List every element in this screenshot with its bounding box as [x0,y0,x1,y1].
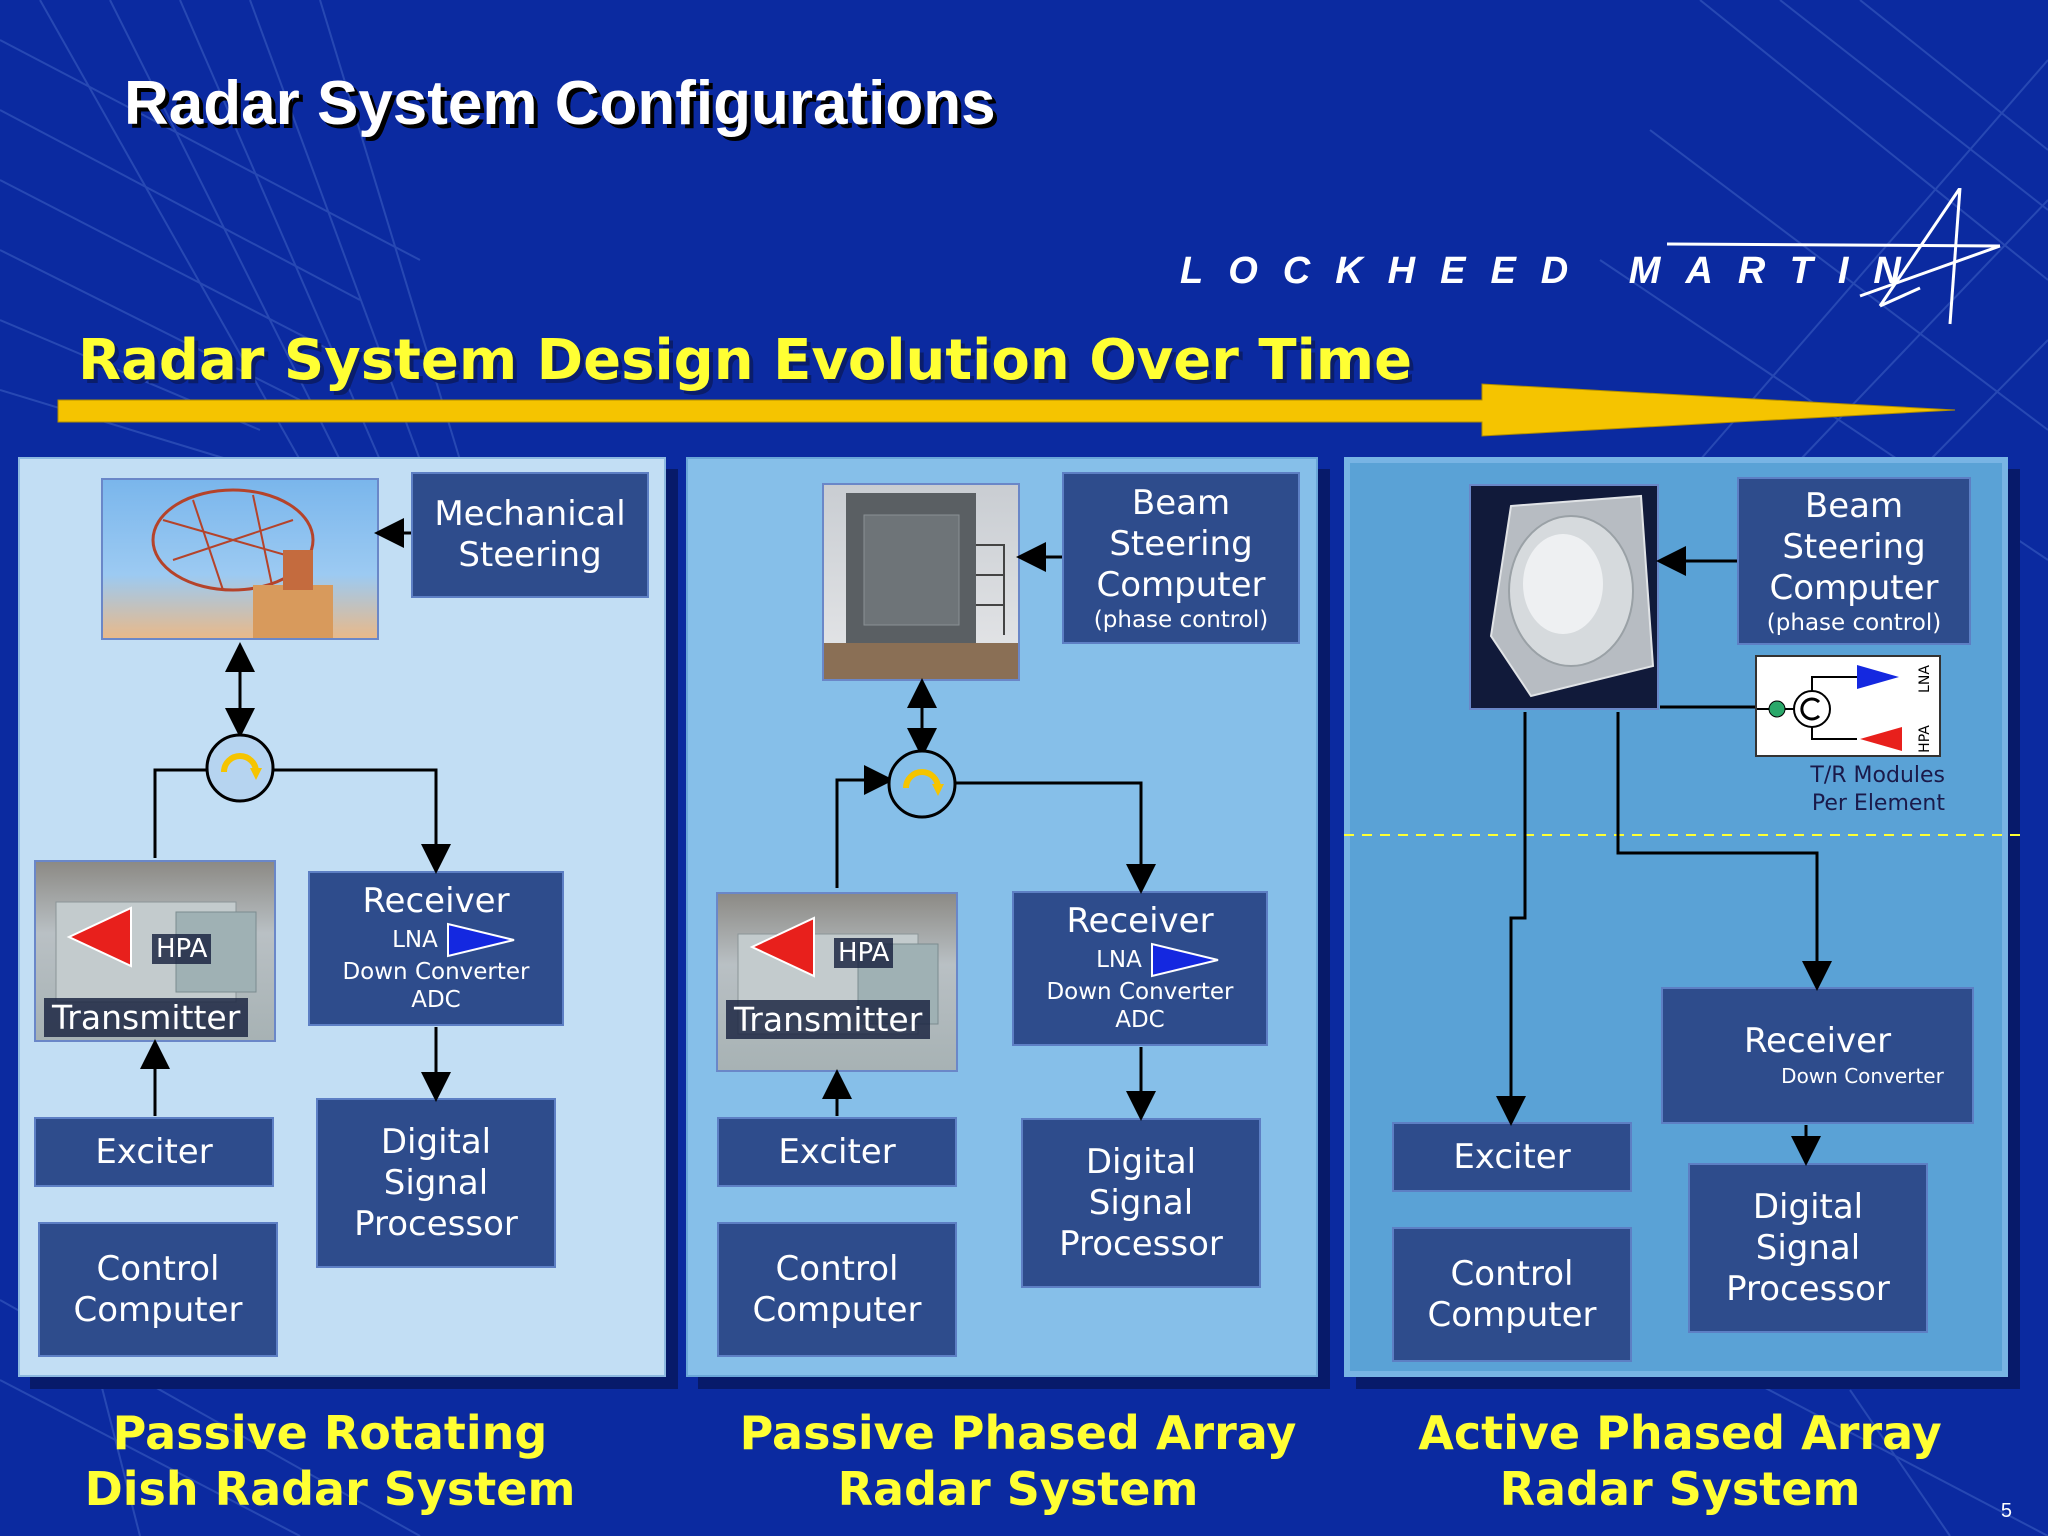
bsc-note-3: (phase control) [1766,609,1942,636]
receiver-box-3: Receiver Down Converter [1661,987,1974,1124]
evolution-label: Radar System Design Evolution Over Time [78,328,1413,393]
control-line1-2: Control [775,1248,899,1289]
bsc-line3-2: Computer [1096,564,1266,605]
dsp-box-3: Digital Signal Processor [1688,1163,1928,1333]
bsc-line2-2: Steering [1109,523,1253,564]
control-computer-box-3: Control Computer [1392,1227,1632,1362]
control-computer-box-2: Control Computer [717,1222,957,1357]
lna-label-1: LNA [392,927,438,953]
beam-steering-box-3: Beam Steering Computer (phase control) [1737,477,1971,645]
control-computer-box-1: Control Computer [38,1222,278,1357]
tr-hpa-label: HPA [1917,725,1933,753]
transmitter-label-2: Transmitter [726,1000,931,1039]
hpa-label-1: HPA [152,934,212,964]
phased-array-tower-image [822,483,1020,681]
lna-triangle-icon [446,922,515,958]
receiver-title-2: Receiver [1066,901,1214,941]
dsp-line2-1: Signal [383,1162,489,1203]
hpa-label-2: HPA [834,938,894,968]
caption-3-line2: Radar System [1499,1462,1861,1516]
caption-2-line1: Passive Phased Array [739,1406,1297,1460]
caption-2-line2: Radar System [837,1462,1199,1516]
dashed-divider [1344,834,2024,836]
caption-passive-rotating: Passive Rotating Dish Radar System [20,1405,640,1517]
page-number: 5 [2000,1500,2012,1522]
dsp-line3-1: Processor [354,1203,518,1244]
star-logo-icon [1666,188,2001,325]
dsp-line1-3: Digital [1752,1186,1864,1227]
lna-label-2: LNA [1096,947,1142,973]
down-converter-label-1: Down Converter [342,959,530,985]
dsp-box-2: Digital Signal Processor [1021,1118,1261,1288]
mechanical-steering-box: Mechanical Steering [411,472,649,598]
receiver-box-2: Receiver LNA Down Converter ADC [1012,891,1268,1046]
bsc-line1-3: Beam [1804,485,1904,526]
tr-hpa-triangle-icon [1860,727,1902,751]
tr-lna-triangle-icon [1857,665,1899,689]
receiver-title-3: Receiver [1743,1021,1892,1061]
receiver-title-1: Receiver [362,881,510,921]
beam-steering-box-2: Beam Steering Computer (phase control) [1062,472,1300,644]
transmitter-image-2: HPA Transmitter [716,892,958,1072]
adc-label-2: ADC [1115,1007,1165,1033]
exciter-label-3: Exciter [1453,1136,1571,1177]
tr-module-caption: T/R Modules Per Element [1745,762,1945,818]
tr-caption-line2: Per Element [1811,791,1945,816]
exciter-label-1: Exciter [95,1131,213,1172]
exciter-box-2: Exciter [717,1117,957,1187]
tr-caption-line1: T/R Modules [1810,763,1945,788]
tr-module-diagram: LNA HPA [1755,655,1941,757]
control-line2-1: Computer [73,1289,243,1330]
control-line2-2: Computer [752,1289,922,1330]
exciter-box-1: Exciter [34,1117,274,1187]
down-converter-label-3: Down Converter [1781,1064,1944,1088]
dsp-line3-2: Processor [1059,1223,1223,1264]
dsp-line1-2: Digital [1085,1141,1197,1182]
bsc-note-2: (phase control) [1093,606,1269,633]
bsc-line3-3: Computer [1769,567,1939,608]
evolution-arrow [57,383,1956,437]
slide-title: Radar System Configurations [124,69,996,138]
dsp-line2-2: Signal [1088,1182,1194,1223]
caption-passive-phased: Passive Phased Array Radar System [708,1405,1328,1517]
dsp-line2-3: Signal [1755,1227,1861,1268]
mechanical-steering-line1: Mechanical [434,494,626,534]
dsp-line1-1: Digital [380,1121,492,1162]
tr-lna-label: LNA [1917,665,1933,693]
control-line1-3: Control [1450,1253,1574,1294]
active-array-antenna-image [1469,484,1659,710]
mechanical-steering-line2: Steering [458,535,602,575]
adc-label-1: ADC [411,987,461,1013]
bsc-line1-2: Beam [1131,482,1231,523]
caption-1-line1: Passive Rotating [112,1406,548,1460]
transmitter-label-1: Transmitter [44,998,249,1037]
exciter-label-2: Exciter [778,1131,896,1172]
receiver-box-1: Receiver LNA Down Converter ADC [308,871,564,1026]
caption-3-line1: Active Phased Array [1418,1406,1942,1460]
transmitter-image-1: HPA Transmitter [34,860,276,1042]
caption-active-phased: Active Phased Array Radar System [1370,1405,1990,1517]
control-line1-1: Control [96,1248,220,1289]
control-line2-3: Computer [1427,1294,1597,1335]
lna-triangle-icon [1150,942,1219,978]
exciter-box-3: Exciter [1392,1122,1632,1192]
dsp-box-1: Digital Signal Processor [316,1098,556,1268]
brand-name: LOCKHEED MARTIN [1180,250,1926,292]
down-converter-label-2: Down Converter [1046,979,1234,1005]
bsc-line2-3: Steering [1782,526,1926,567]
rotating-dish-image [101,478,379,640]
dsp-line3-3: Processor [1726,1268,1890,1309]
caption-1-line2: Dish Radar System [84,1462,576,1516]
